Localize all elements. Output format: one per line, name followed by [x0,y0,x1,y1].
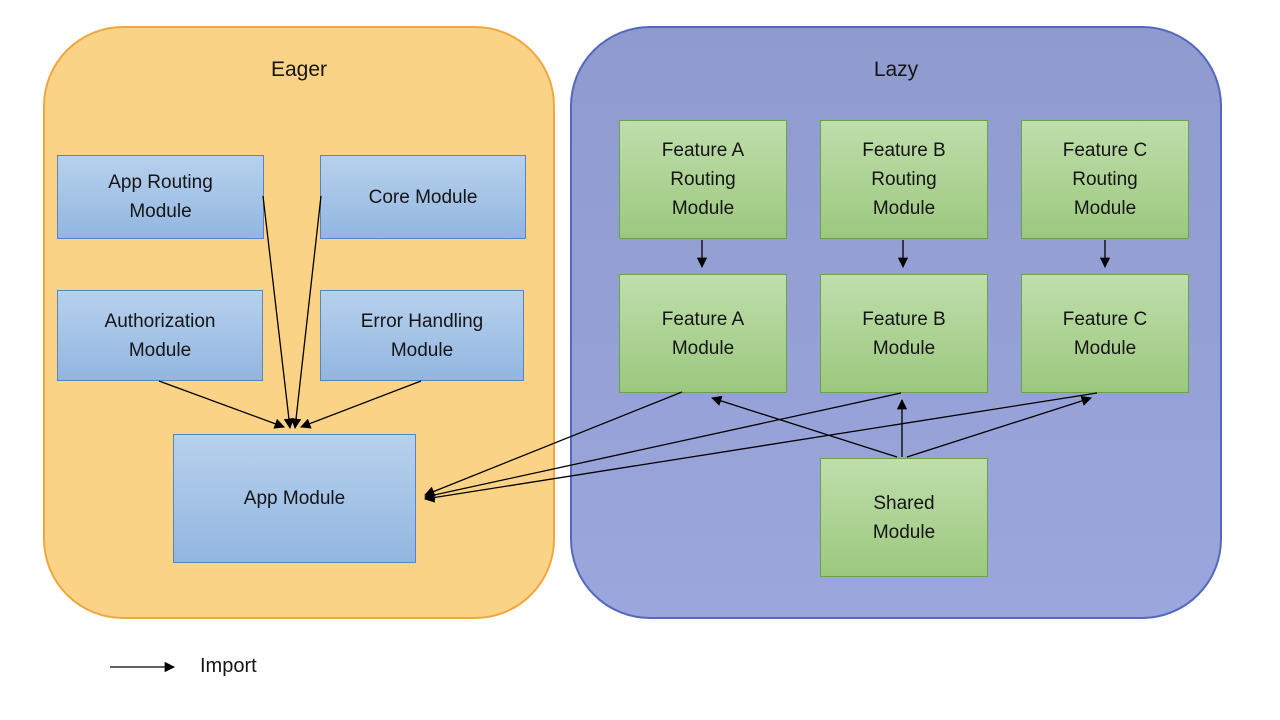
node-error-handling-module: Error Handling Module [320,290,524,381]
node-shared-module: Shared Module [820,458,988,577]
node-feature-c-routing-module: Feature C Routing Module [1021,120,1189,239]
node-feature-a-module: Feature A Module [619,274,787,393]
node-app-module: App Module [173,434,416,563]
lazy-group-title: Lazy [873,58,919,81]
node-app-routing-module: App Routing Module [57,155,264,239]
legend-import-arrow-icon [110,661,176,672]
node-core-module: Core Module [320,155,526,239]
eager-group-title: Eager [270,58,328,81]
node-feature-b-routing-module: Feature B Routing Module [820,120,988,239]
node-feature-c-module: Feature C Module [1021,274,1189,393]
legend: Import [108,655,257,678]
node-feature-b-module: Feature B Module [820,274,988,393]
node-feature-a-routing-module: Feature A Routing Module [619,120,787,239]
legend-import-label: Import [200,655,257,677]
node-authorization-module: Authorization Module [57,290,263,381]
